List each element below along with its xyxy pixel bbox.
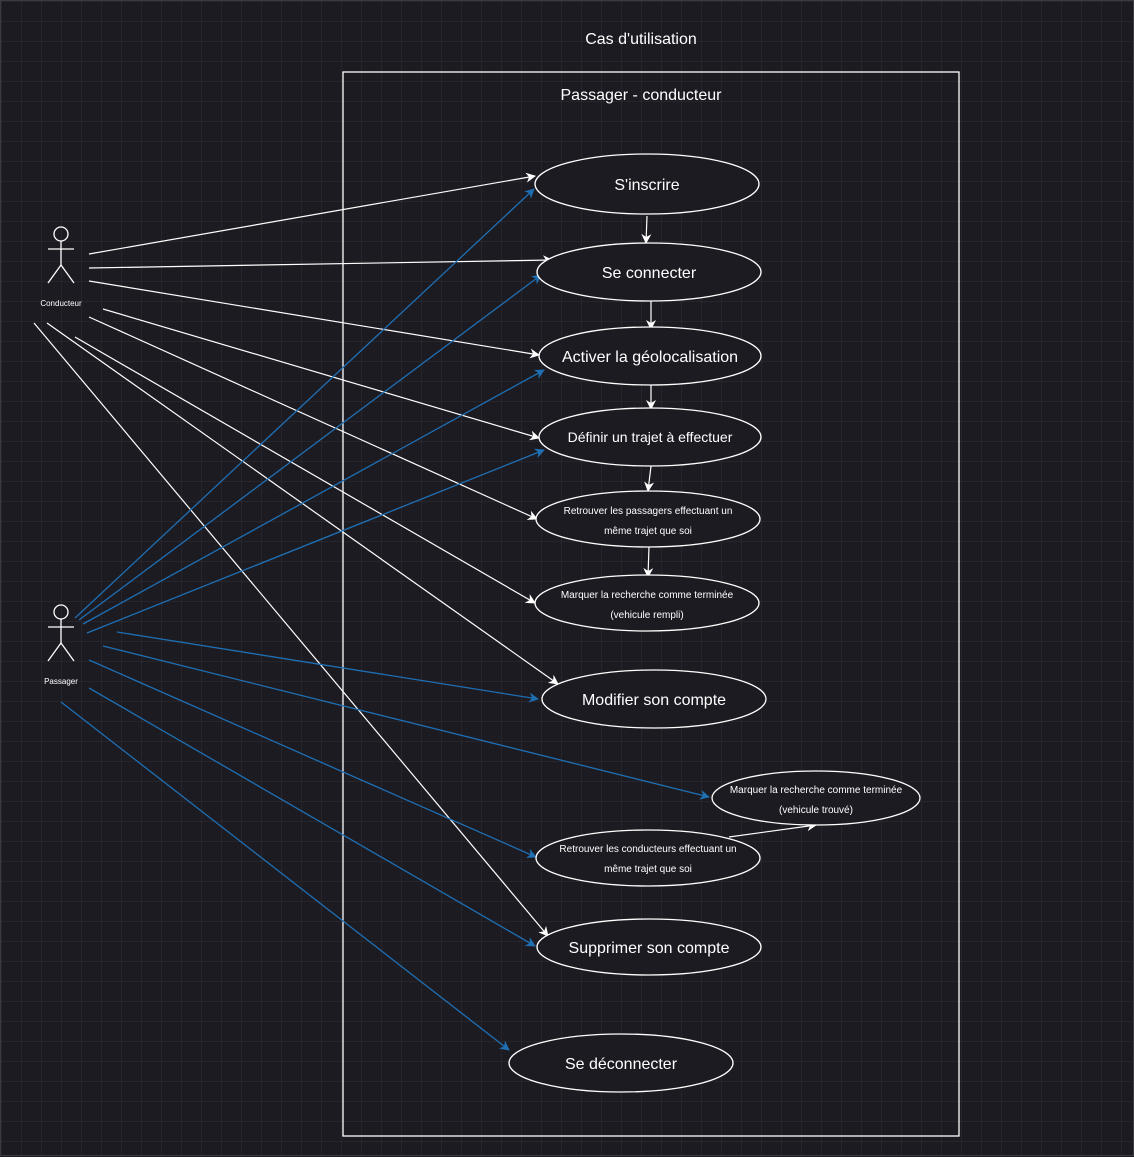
use-case-marquer-vehicule-trouve[interactable]: Marquer la recherche comme terminée (veh… — [711, 770, 921, 826]
use-case-label-line1: Retrouver les conducteurs effectuant un — [559, 844, 736, 855]
boundary-title: Passager - conducteur — [561, 87, 723, 104]
use-case-label: S'inscrire — [614, 177, 679, 194]
use-case-ellipse — [534, 574, 760, 632]
link-passager-definir — [86, 448, 545, 634]
use-case-label-line2: (vehicule rempli) — [610, 610, 683, 621]
actor-label-conducteur: Conducteur — [40, 299, 82, 308]
link-conducteur-supprimer — [33, 322, 549, 937]
use-case-supprimer-compte[interactable]: Supprimer son compte — [536, 918, 762, 976]
flow-retrouver-marquer — [643, 545, 654, 578]
link-conducteur-inscrire — [88, 172, 536, 255]
use-case-ellipse — [711, 770, 921, 826]
use-case-ellipse — [535, 490, 761, 548]
use-case-connecter[interactable]: Se connecter — [536, 242, 762, 302]
flow-inscrire-connecter — [641, 215, 652, 244]
link-passager-modifier — [116, 631, 539, 703]
link-passager-connecter — [78, 274, 542, 621]
use-case-inscrire[interactable]: S'inscrire — [534, 153, 760, 215]
use-case-marquer-vehicule-rempli[interactable]: Marquer la recherche comme terminée (veh… — [534, 574, 760, 632]
use-case-deconnecter[interactable]: Se déconnecter — [508, 1033, 734, 1093]
use-case-ellipse — [508, 1033, 734, 1093]
actor-left-leg — [47, 264, 62, 284]
link-passager-deconnecter — [60, 701, 510, 1051]
use-case-label: Modifier son compte — [582, 692, 726, 709]
link-passager-retrouver — [88, 659, 537, 858]
use-case-label-line1: Retrouver les passagers effectuant un — [564, 506, 733, 517]
link-conducteur-retrouver — [88, 316, 538, 520]
use-case-label: Activer la géolocalisation — [562, 349, 738, 366]
link-conducteur-marquer — [74, 336, 536, 604]
use-case-label-line2: (vehicule trouvé) — [779, 805, 853, 816]
actor-passager: Passager — [44, 604, 78, 686]
diagram-title: Cas d'utilisation — [585, 31, 697, 48]
actor-right-leg — [60, 264, 75, 284]
use-case-ellipse — [534, 153, 760, 215]
use-case-label: Définir un trajet à effectuer — [568, 429, 733, 445]
use-case-label-line1: Marquer la recherche comme terminée — [561, 590, 734, 601]
actor-right-leg — [60, 642, 75, 662]
use-case-ellipse — [538, 407, 762, 467]
use-case-retrouver-conducteurs[interactable]: Retrouver les conducteurs effectuant un … — [535, 829, 761, 887]
system-boundary — [342, 71, 960, 1137]
use-case-label: Supprimer son compte — [569, 940, 730, 957]
use-case-ellipse — [536, 918, 762, 976]
passager-associations — [60, 188, 710, 1051]
flow-retrouver-conducteurs-marquer — [728, 821, 817, 838]
use-case-ellipse — [541, 669, 767, 729]
actor-left-leg — [47, 642, 62, 662]
use-case-geoloc[interactable]: Activer la géolocalisation — [538, 326, 762, 386]
use-case-definir-trajet[interactable]: Définir un trajet à effectuer — [538, 407, 762, 467]
flow-arrows — [641, 215, 817, 838]
conducteur-associations — [33, 172, 559, 937]
link-passager-supprimer — [88, 687, 536, 947]
actor-conducteur: Conducteur — [40, 226, 82, 308]
link-passager-inscrire — [74, 188, 535, 619]
use-case-label: Se déconnecter — [565, 1056, 678, 1073]
link-conducteur-connecter — [88, 255, 553, 269]
actor-head — [53, 604, 69, 620]
use-case-label-line2: même trajet que soi — [604, 864, 692, 875]
use-case-retrouver-passagers[interactable]: Retrouver les passagers effectuant un mê… — [535, 490, 761, 548]
actor-label-passager: Passager — [44, 677, 78, 686]
link-conducteur-definir — [102, 308, 540, 441]
use-case-label-line2: même trajet que soi — [604, 526, 692, 537]
use-case-ellipse — [535, 829, 761, 887]
use-case-modifier-compte[interactable]: Modifier son compte — [541, 669, 767, 729]
use-case-label: Se connecter — [602, 265, 697, 282]
actor-head — [53, 226, 69, 242]
use-case-label-line1: Marquer la recherche comme terminée — [730, 785, 903, 796]
use-case-ellipse — [536, 242, 762, 302]
link-passager-marquer — [102, 645, 710, 800]
link-conducteur-geoloc — [88, 280, 540, 359]
use-case-ellipse — [538, 326, 762, 386]
flow-definir-retrouver — [644, 465, 655, 492]
link-passager-geoloc — [82, 369, 545, 625]
